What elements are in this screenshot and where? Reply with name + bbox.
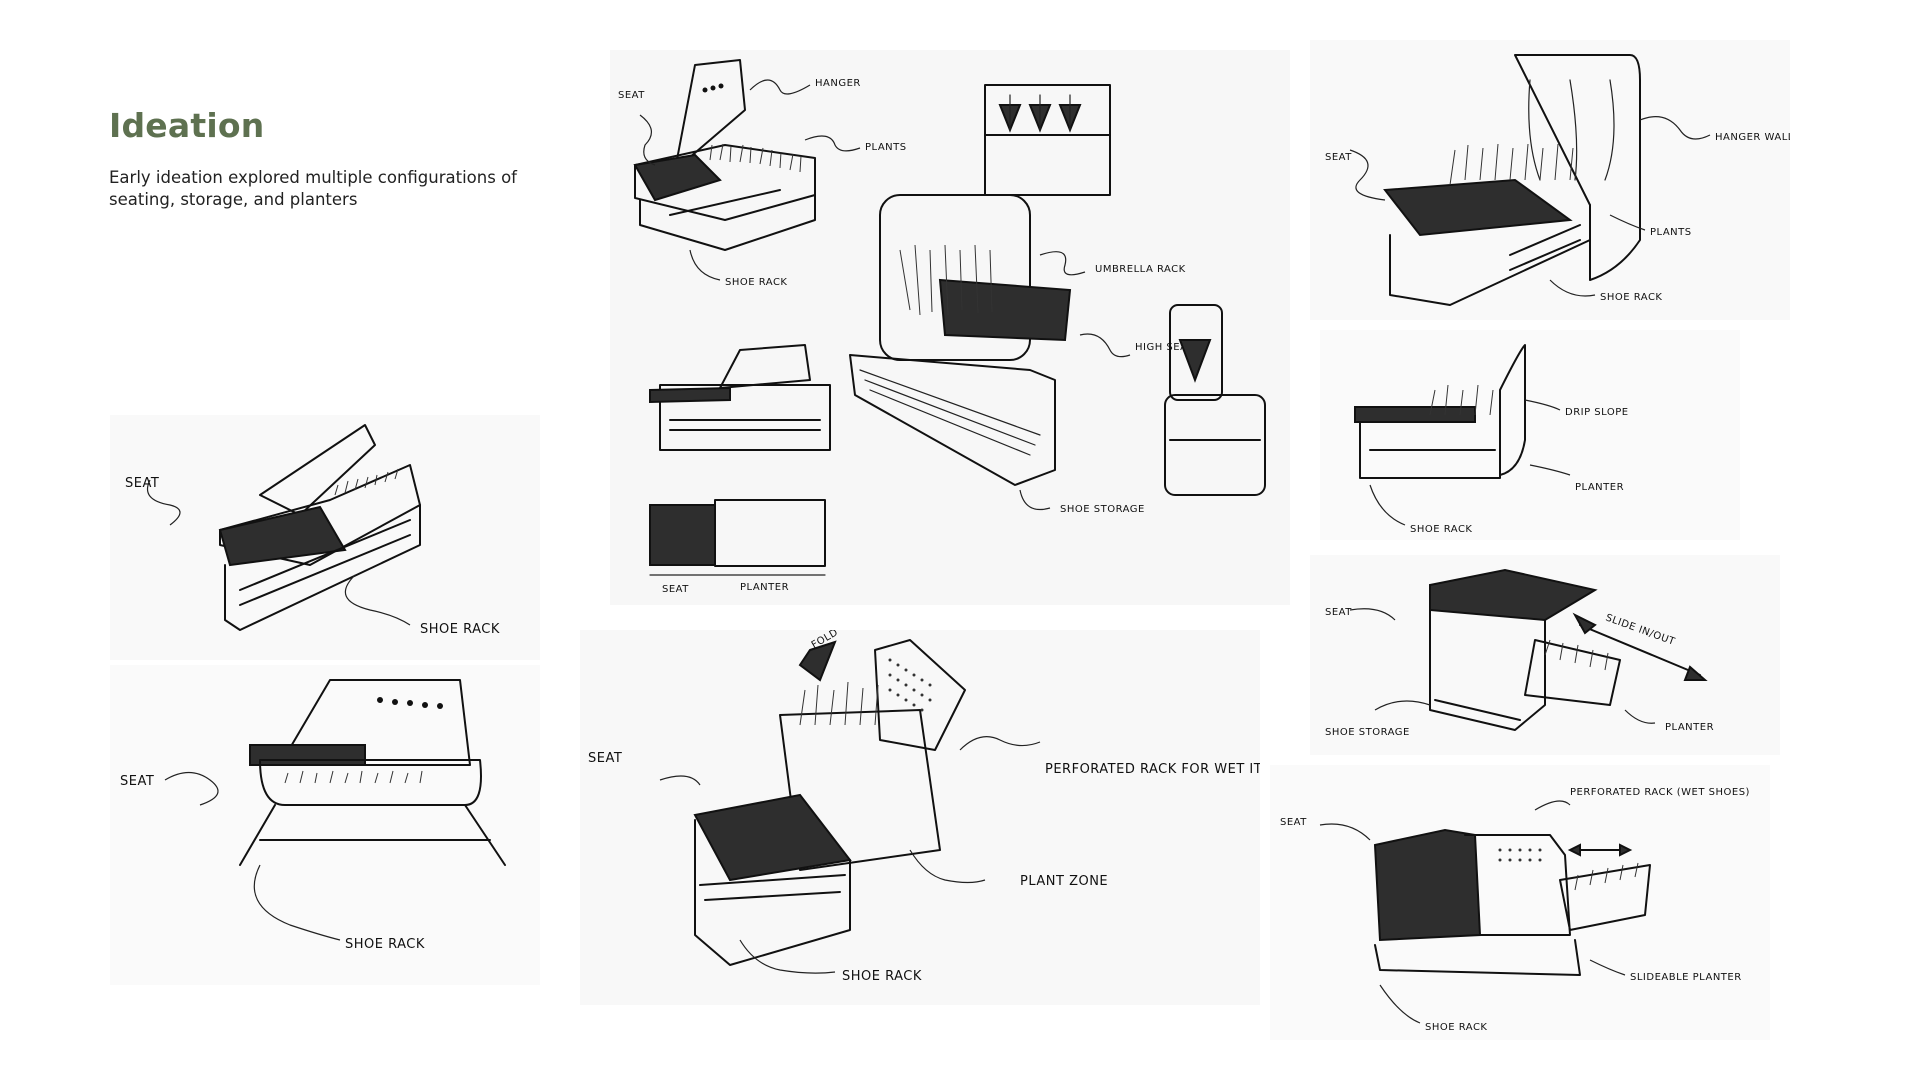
label-shoe-rack: SHOE RACK [842, 969, 922, 984]
seat-planter-block-sketch [649, 499, 826, 576]
sketch-board-top: SEAT HANGER PLANTS SHOE RACK UMBRELLA RA… [610, 50, 1290, 605]
sketch-fold-bench: FOLD SEAT PERFORATED RACK FOR WET ITEMS … [580, 630, 1260, 1005]
umbrella-box-sketch [984, 84, 1111, 196]
label-seat: SEAT [125, 476, 159, 491]
page-title: Ideation [109, 106, 265, 145]
slide-arrow [1579, 624, 1701, 676]
high-seat-sketch [1164, 304, 1266, 496]
label-shoe-storage-text: SHOE STORAGE [1325, 727, 1410, 738]
sketch-slide-box: SEAT SLIDE IN/OUT SHOE STORAGE PLANTER [1310, 555, 1780, 755]
sketch-hanger-wall: SEAT HANGER WALL PLANTS SHOE RACK [1310, 40, 1790, 320]
label-seat: SEAT [1325, 607, 1352, 618]
slide-planter-body [1373, 828, 1651, 976]
label-hanger: HANGER [815, 78, 861, 89]
label-perforated: PERFORATED RACK (WET SHOES) [1570, 787, 1750, 798]
label-shoe-storage: SHOE STORAGE [1325, 727, 1410, 738]
sketch-bench-legs: SEAT SHOE RACK [110, 665, 540, 985]
sketch-drip-slope-drawing: DRIP SLOPE PLANTER SHOE RACK [1320, 330, 1740, 540]
label-planter-bottom: PLANTER [740, 582, 789, 593]
label-planter: PLANTER [1665, 722, 1714, 733]
sketch-drip-slope: DRIP SLOPE PLANTER SHOE RACK [1320, 330, 1740, 540]
label-seat: SEAT [120, 774, 154, 789]
side-bench-sketch [649, 344, 831, 451]
label-drip-slope: DRIP SLOPE [1565, 407, 1629, 418]
label-plants: PLANTS [865, 142, 907, 153]
label-planter: PLANTER [1575, 482, 1624, 493]
label-perforated: PERFORATED RACK FOR WET ITEMS [1045, 762, 1260, 777]
label-shoe-rack: SHOE RACK [420, 622, 500, 637]
sketch-board-top-drawing: SEAT HANGER PLANTS SHOE RACK UMBRELLA RA… [610, 50, 1290, 605]
sketch-slide-box-drawing: SEAT SLIDE IN/OUT SHOE STORAGE PLANTER [1310, 555, 1780, 755]
label-shoe-rack: SHOE RACK [345, 937, 425, 952]
label-shoe-rack: SHOE RACK [1425, 1022, 1487, 1033]
label-plant-zone: PLANT ZONE [1020, 874, 1108, 889]
label-high-seat: HIGH SEAT [1135, 342, 1194, 353]
sketch-hanger-wall-drawing: SEAT HANGER WALL PLANTS SHOE RACK [1310, 40, 1790, 320]
legs-bench-body [239, 679, 506, 866]
label-shoe-storage: SHOE STORAGE [1060, 504, 1145, 515]
label-slideable: SLIDEABLE PLANTER [1630, 972, 1742, 983]
label-shoe-rack: SHOE RACK [1410, 524, 1472, 535]
sketch-slide-planter: SEAT PERFORATED RACK (WET SHOES) SLIDEAB… [1270, 765, 1770, 1040]
label-seat-bottom: SEAT [662, 584, 689, 595]
label-shoe-rack: SHOE RACK [1600, 292, 1662, 303]
label-seat: SEAT [618, 90, 645, 101]
low-bench-body [218, 424, 421, 631]
label-hanger-wall: HANGER WALL [1715, 132, 1790, 143]
label-umbrella: UMBRELLA RACK [1095, 264, 1186, 275]
label-seat: SEAT [588, 751, 622, 766]
sketch-fold-bench-drawing: FOLD SEAT PERFORATED RACK FOR WET ITEMS … [580, 630, 1260, 1005]
label-shoe-rack: SHOE RACK [725, 277, 787, 288]
fold-bench-body [693, 639, 966, 966]
drip-slope-body [1354, 344, 1526, 479]
umbrella-bench-sketch [849, 194, 1072, 486]
hanger-bench-sketch [633, 59, 816, 251]
page-subtitle: Early ideation explored multiple configu… [109, 168, 517, 209]
label-slideable-text: SLIDEABLE PLANTER [1630, 972, 1742, 983]
label-plants: PLANTS [1650, 227, 1692, 238]
slide-box-body [1429, 568, 1621, 731]
sketch-bench-low: SEAT SHOE RACK [110, 415, 540, 660]
label-perforated-text: PERFORATED RACK FOR WET ITEMS [1045, 762, 1260, 777]
label-seat: SEAT [1325, 152, 1352, 163]
hanger-wall-body [1383, 54, 1641, 306]
sketch-bench-low-drawing: SEAT SHOE RACK [110, 415, 540, 660]
sketch-bench-legs-drawing: SEAT SHOE RACK [110, 665, 540, 985]
label-seat: SEAT [1280, 817, 1307, 828]
label-perforated-text: PERFORATED RACK (WET SHOES) [1570, 787, 1750, 798]
sketch-slide-planter-drawing: SEAT PERFORATED RACK (WET SHOES) SLIDEAB… [1270, 765, 1770, 1040]
